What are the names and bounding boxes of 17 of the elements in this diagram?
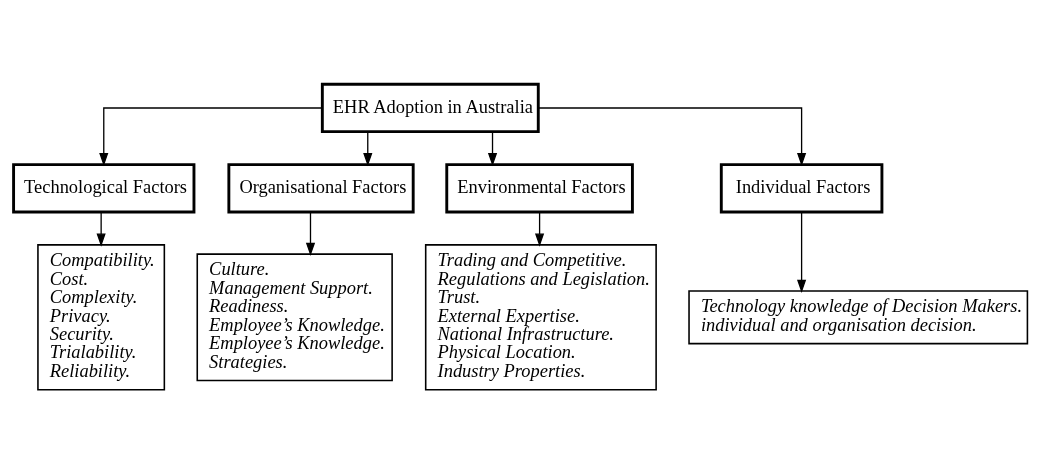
node-box: Technology knowledge of Decision Makers. individual and organisation decision. bbox=[688, 290, 1029, 345]
arrow bbox=[96, 211, 106, 247]
node-box: Trading and Competitive. Regulations and Legislation. Trust. External Expertise. National Infrastructure. Physical Location. Industry Properties. bbox=[424, 244, 657, 391]
node-box: Technological Factors bbox=[12, 163, 196, 214]
arrow bbox=[363, 131, 373, 167]
node-box: Culture. Management Support. Readiness. Employee’s Knowledge. Employee’s Knowledge. Strategies. bbox=[196, 253, 393, 382]
node-box: EHR Adoption in Australia bbox=[320, 82, 540, 134]
node-box: Environmental Factors bbox=[445, 163, 634, 214]
arrow bbox=[535, 211, 545, 247]
node-box: Individual Factors bbox=[719, 163, 884, 214]
arrow bbox=[305, 211, 316, 256]
arrow bbox=[538, 107, 807, 167]
arrow bbox=[99, 107, 323, 167]
node-box: Organisational Factors bbox=[227, 163, 415, 214]
arrow bbox=[487, 131, 498, 167]
arrow bbox=[797, 211, 807, 293]
node-box: Compatibility. Cost. Complexity. Privacy. Security. Trialability. Reliability. bbox=[37, 244, 166, 391]
